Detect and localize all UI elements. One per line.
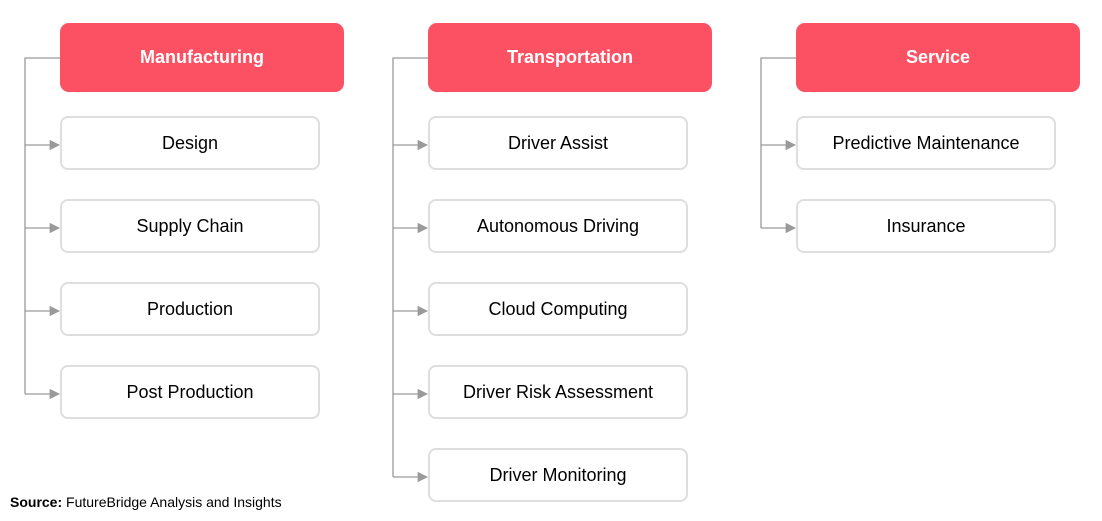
transportation-item-driver-monitoring: Driver Monitoring	[428, 448, 688, 502]
service-connectors	[760, 57, 797, 234]
service-header: Service	[796, 23, 1080, 92]
manufacturing-header: Manufacturing	[60, 23, 344, 92]
source-label: Source:	[10, 494, 63, 510]
transportation-item-driver-assist: Driver Assist	[428, 116, 688, 170]
source-text: FutureBridge Analysis and Insights	[66, 494, 282, 510]
transportation-connectors	[392, 57, 429, 483]
transportation-item-autonomous-driving: Autonomous Driving	[428, 199, 688, 253]
service-item-insurance: Insurance	[796, 199, 1056, 253]
transportation-header: Transportation	[428, 23, 712, 92]
manufacturing-item-post-production: Post Production	[60, 365, 320, 419]
manufacturing-connectors	[24, 57, 61, 400]
service-item-predictive-maintenance: Predictive Maintenance	[796, 116, 1056, 170]
source-note: Source: FutureBridge Analysis and Insigh…	[10, 494, 282, 510]
manufacturing-item-design: Design	[60, 116, 320, 170]
manufacturing-item-supply-chain: Supply Chain	[60, 199, 320, 253]
transportation-item-cloud-computing: Cloud Computing	[428, 282, 688, 336]
manufacturing-item-production: Production	[60, 282, 320, 336]
transportation-item-driver-risk-assessment: Driver Risk Assessment	[428, 365, 688, 419]
